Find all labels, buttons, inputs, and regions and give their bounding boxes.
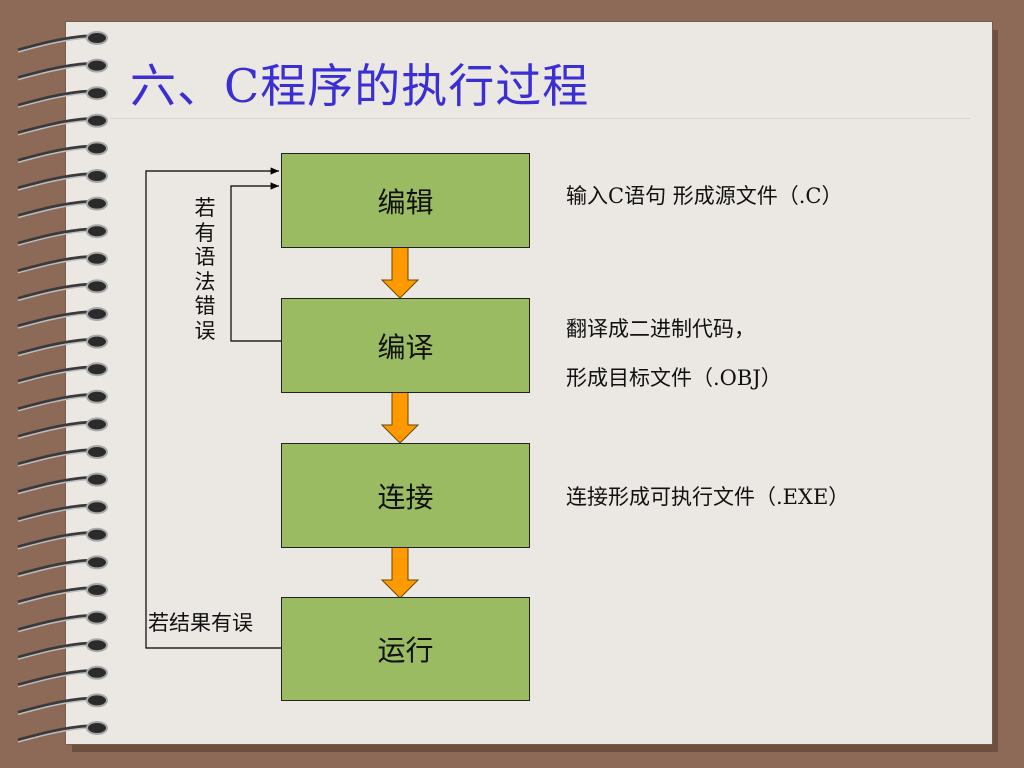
spiral-wire [17,558,93,576]
spiral-wire [17,365,93,383]
spiral-wire-highlight [17,258,93,274]
spiral-wire [17,669,93,687]
spiral-hole [86,500,108,515]
spiral-wire [17,531,93,549]
spiral-hole [86,721,108,735]
spiral-wire-highlight [17,175,93,191]
spiral-wire-highlight [17,285,93,302]
spiral-wire-highlight [17,396,93,412]
spiral-binding [17,31,108,743]
spiral-wire-highlight [17,451,93,467]
spiral-hole [86,224,108,239]
step-run-box: 运行 [281,597,530,701]
syntax-error-label: 若有语法错误 [194,196,216,343]
step-edit-box: 编辑 [281,153,530,248]
spiral-hole [86,58,108,73]
link-note: 连接形成可执行文件（.EXE） [566,485,850,509]
spiral-hole [86,472,108,487]
spiral-hole [86,527,108,542]
spiral-wire [17,89,93,107]
spiral-wire [17,393,93,411]
spiral-hole [86,555,108,570]
spiral-hole [86,141,108,156]
spiral-wire [17,282,93,300]
spiral-hole [86,169,108,183]
spiral-wire-highlight [17,644,93,660]
spiral-hole [86,279,108,294]
spiral-wire-highlight [17,423,93,440]
spiral-hole [86,307,108,321]
spiral-hole [86,86,108,101]
step-compile-box: 编译 [281,298,530,393]
spiral-hole [86,31,108,45]
spiral-wire [17,420,93,438]
spiral-wire-highlight [17,727,93,743]
spiral-wire-highlight [17,313,93,329]
spiral-wire-highlight [17,64,93,81]
spiral-hole [86,445,108,459]
spiral-wire [17,62,93,80]
spiral-wire [17,338,93,356]
step-edit-label: 编辑 [377,185,434,219]
step-compile-label: 编译 [377,330,434,364]
spiral-wire [17,310,93,328]
spiral-wire [17,503,93,521]
spiral-hole [86,583,108,597]
spiral-wire-highlight [17,478,93,495]
spiral-wire-highlight [17,230,93,246]
title-divider [110,118,970,119]
spiral-wire-highlight [17,147,93,164]
spiral-hole [86,693,108,708]
edit-note: 输入C语句 形成源文件（.C） [566,184,843,208]
spiral-hole [86,417,108,432]
spiral-hole [86,362,108,377]
spiral-wire-highlight [17,672,93,688]
spiral-wire [17,172,93,190]
spiral-wire [17,200,93,218]
spiral-wire [17,34,93,52]
spiral-hole [86,610,108,625]
spiral-wire-highlight [17,616,93,633]
spiral-wire-highlight [17,589,93,605]
spiral-wire-highlight [17,92,93,108]
spiral-wire-highlight [17,506,93,522]
spiral-wire [17,696,93,714]
spiral-hole [86,334,108,349]
spiral-wire-highlight [17,37,93,53]
spiral-wire-highlight [17,120,93,136]
spiral-wire [17,476,93,494]
compile-note-line1: 翻译成二进制代码， [566,317,755,341]
spiral-wire [17,641,93,659]
spiral-hole [86,389,108,404]
spiral-wire [17,614,93,632]
spiral-wire-highlight [17,699,93,716]
result-error-label: 若结果有误 [148,611,253,635]
step-run-label: 运行 [377,634,434,667]
spiral-hole [86,251,108,266]
spiral-wire [17,255,93,273]
spiral-wire-highlight [17,340,93,357]
spiral-wire-highlight [17,534,93,550]
spiral-wire-highlight [17,561,93,578]
spiral-wire [17,724,93,742]
spiral-wire [17,227,93,245]
spiral-wire [17,117,93,135]
spiral-hole [86,638,108,653]
spiral-hole [86,196,108,211]
spiral-wire-highlight [17,202,93,219]
spiral-wire-highlight [17,368,93,384]
spiral-wire [17,586,93,604]
slide-title: 六、C程序的执行过程 [130,59,590,113]
spiral-hole [86,113,108,128]
compile-note-line2: 形成目标文件（.OBJ） [566,366,782,390]
spiral-hole [86,665,108,680]
spiral-wire [17,448,93,466]
step-link-box: 连接 [281,443,530,548]
spiral-wire [17,144,93,162]
step-link-label: 连接 [377,480,434,514]
